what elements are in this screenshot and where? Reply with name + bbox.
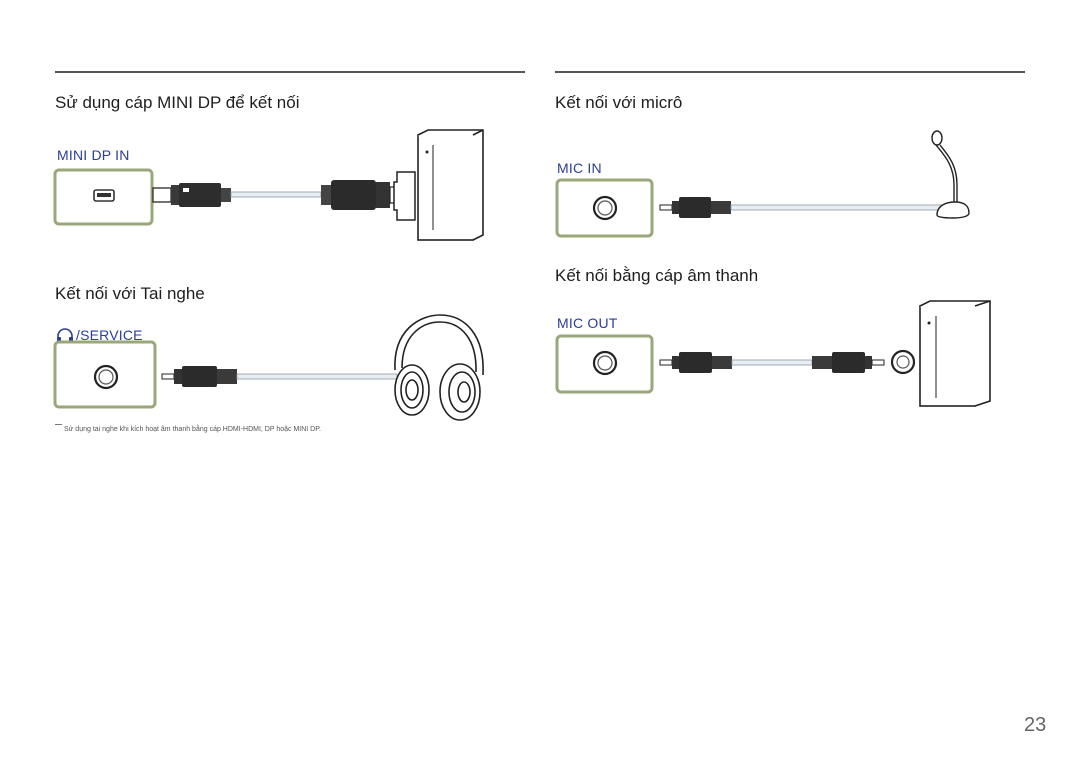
audio-jack-icon — [592, 195, 618, 221]
mini-dp-title: Sử dụng cáp MINI DP để kết nối — [55, 93, 300, 112]
mic-plug — [659, 197, 731, 218]
audio-jack-icon — [93, 364, 119, 390]
service-port-label: /SERVICE — [76, 327, 143, 343]
pc-tower-icon — [417, 129, 484, 241]
audio-title: Kết nối bằng cáp âm thanh — [555, 266, 759, 285]
mini-dp-cable — [230, 191, 322, 198]
mic-diagram — [555, 130, 970, 238]
audio-jack-icon — [592, 350, 618, 376]
mic-cable — [730, 204, 952, 211]
headphone-cable — [236, 373, 398, 380]
audio-plug-left — [659, 352, 732, 373]
microphone-icon — [931, 130, 970, 219]
audio-diagram — [555, 300, 991, 407]
mini-dp-port-label: MINI DP IN — [57, 147, 130, 163]
mic-in-port-label: MIC IN — [557, 160, 602, 176]
page-number: 23 — [1024, 714, 1047, 736]
headphone-note: Sử dụng tai nghe khi kích hoạt âm thanh … — [64, 426, 321, 433]
mic-title: Kết nối với micrô — [555, 93, 683, 112]
headphone-diagram — [53, 314, 484, 421]
dp-port-outline — [393, 171, 416, 221]
right-divider — [555, 71, 1025, 73]
mic-out-port-label: MIC OUT — [557, 315, 618, 331]
headphones-icon — [394, 314, 484, 421]
mini-dp-diagram — [53, 129, 484, 241]
headphone-plug — [161, 366, 237, 387]
note-dash — [55, 424, 62, 425]
headphone-title: Kết nối với Tai nghe — [55, 284, 205, 303]
mini-dp-port-icon — [93, 189, 115, 202]
left-divider — [55, 71, 525, 73]
audio-plug-right — [812, 352, 885, 373]
audio-cable — [731, 359, 813, 366]
mini-dp-plug — [152, 183, 231, 207]
pc-tower-icon — [919, 300, 991, 407]
pc-audio-jack-icon — [890, 349, 916, 375]
dp-plug — [321, 180, 403, 210]
